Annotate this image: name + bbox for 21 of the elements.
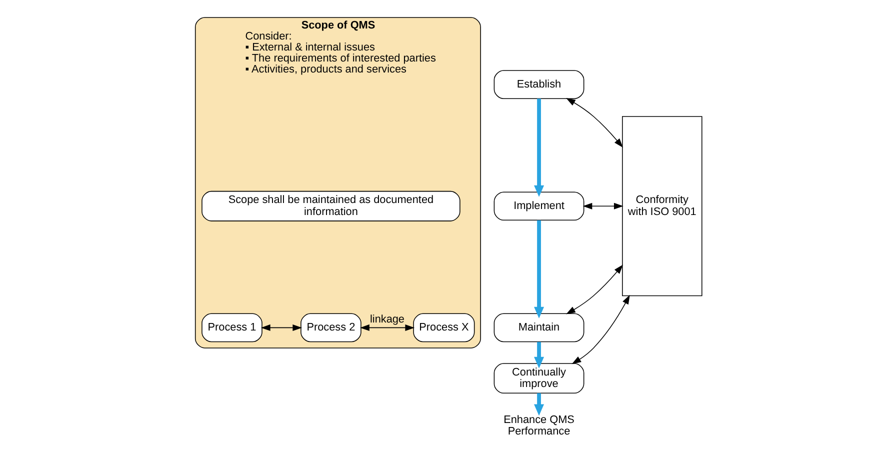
arrow xyxy=(572,294,630,364)
node-box: Scope shall be maintained as documented information xyxy=(202,190,460,222)
arrow xyxy=(566,98,623,148)
arrow xyxy=(534,220,544,318)
arrow xyxy=(360,324,415,331)
arrow xyxy=(582,202,624,210)
arrow xyxy=(534,342,544,368)
node-box: Process 2 xyxy=(300,313,362,342)
node-box: Maintain xyxy=(494,313,584,342)
arrow xyxy=(534,393,544,416)
arrow xyxy=(534,98,544,197)
node-box: Process 1 xyxy=(202,313,262,342)
node-box: Conformity with ISO 9001 xyxy=(622,116,702,296)
arrow xyxy=(566,264,623,314)
arrow xyxy=(260,324,302,331)
edge-label: linkage xyxy=(370,313,405,326)
node-box: Continually improve xyxy=(494,363,584,394)
node-box: Establish xyxy=(494,70,584,99)
node-text: Enhance QMS Performance xyxy=(504,414,574,438)
node-box: Implement xyxy=(494,192,584,221)
node-box: Process X xyxy=(413,313,475,342)
